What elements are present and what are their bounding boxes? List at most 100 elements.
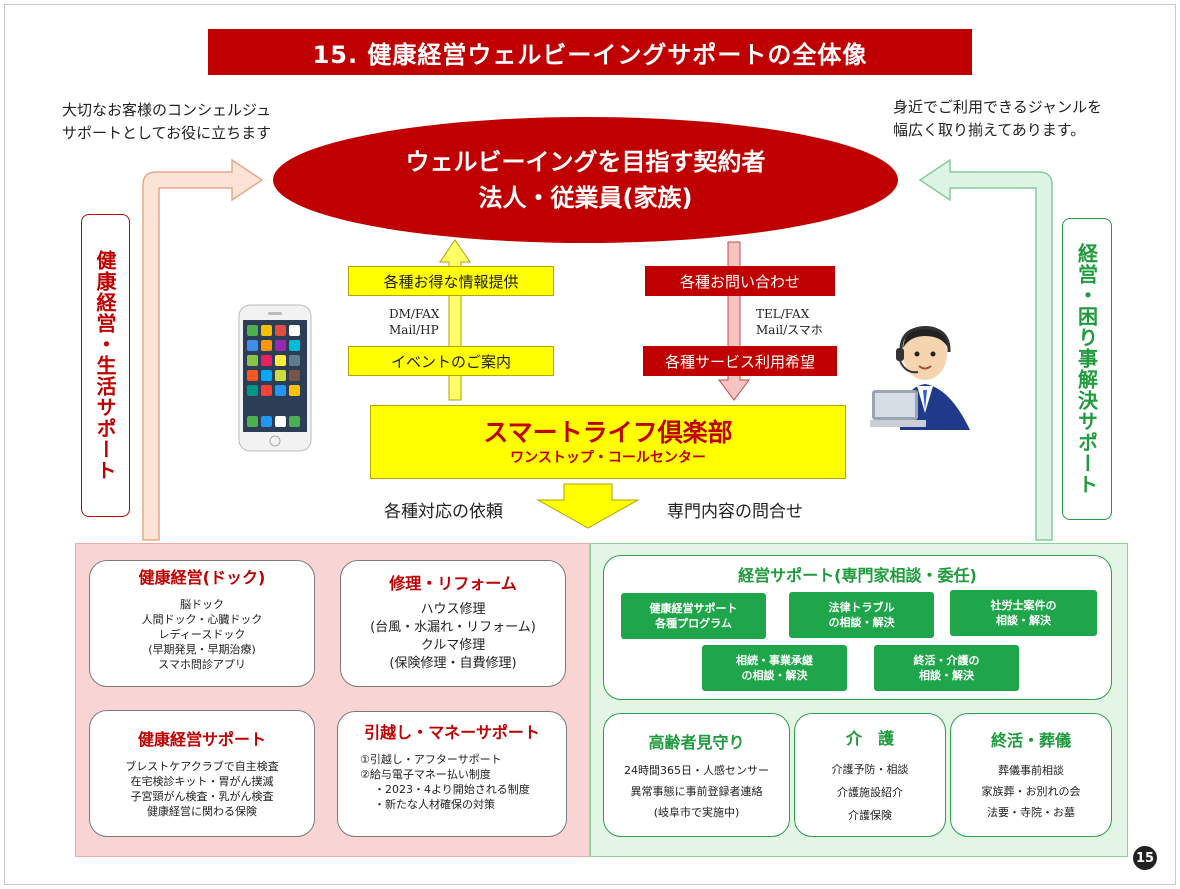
card-body: 脳ドック 人間ドック・心臓ドック レディースドック (早期発見・早期治療) スマ… — [90, 597, 314, 672]
card-title: 引越し・マネーサポート — [364, 723, 540, 742]
service-card: 修理・リフォーム ハウス修理 (台風・水漏れ・リフォーム) クルマ修理 (保険修… — [340, 560, 566, 687]
pill-line: 相談・解決 — [996, 614, 1051, 627]
card-title: 健康経営サポート — [137, 730, 266, 749]
pill-line: 相続・事業承継 — [736, 654, 813, 667]
card-line: (早期発見・早期治療) — [148, 643, 256, 656]
channel-label: Mail/スマホ — [756, 323, 823, 337]
card-line: (保険修理・自費修理) — [389, 656, 517, 671]
page-number-badge: 15 — [1133, 846, 1157, 870]
page-frame — [4, 4, 1176, 885]
channel-label: DM/FAX — [389, 307, 440, 321]
right-up-arrow — [918, 158, 1053, 541]
funeral-card: 終活・葬儀 葬儀事前相談 家族葬・お別れの会 法要・寺院・お墓 — [950, 713, 1112, 837]
card-line: 葬儀事前相談 — [998, 764, 1064, 777]
card-line: ①引越し・アフターサポート — [360, 753, 502, 766]
club-subtitle: ワンストップ・コールセンター — [510, 450, 706, 466]
pill-line: 法律トラブル — [828, 601, 895, 614]
right-channels: TEL/FAX Mail/スマホ — [756, 306, 823, 338]
card-body: 介護予防・相談 介護施設紹介 介護保険 — [795, 758, 945, 827]
support-pill: 相続・事業承継の相談・解決 — [702, 645, 847, 691]
elderly-watch-card: 高齢者見守り 24時間365日・人感センサー 異常事態に事前登録者連絡 (岐阜市… — [603, 713, 790, 837]
card-title: 高齢者見守り — [648, 733, 745, 752]
operator-icon — [870, 326, 970, 430]
card-body: 24時間365日・人感センサー 異常事態に事前登録者連絡 (岐阜市で実施中) — [604, 760, 789, 823]
pill-line: 社労士案件の — [990, 599, 1057, 612]
card-line: クルマ修理 — [420, 638, 486, 653]
note-right-line: 身近でご利用できるジャンルを — [893, 98, 1102, 116]
smart-life-club-box: スマートライフ倶楽部 ワンストップ・コールセンター — [370, 405, 846, 479]
note-left-line: 大切なお客様のコンシェルジュ — [62, 101, 271, 119]
request-down-arrow — [536, 483, 640, 529]
channel-label: Mail/HP — [389, 323, 439, 337]
support-pill: 終活・介護の相談・解決 — [874, 645, 1019, 691]
service-card: 引越し・マネーサポート ①引越し・アフターサポート ②給与電子マネー払い制度 ・… — [337, 711, 567, 837]
info-up-arrow — [439, 239, 471, 401]
support-pill: 健康経営サポート各種プログラム — [621, 593, 766, 639]
inquiry-down-arrow — [718, 241, 750, 401]
service-card: 健康経営サポート ブレストケアクラブで自主検査 在宅検診キット・胃がん撲滅 子宮… — [89, 710, 315, 837]
card-title: 経営サポート(専門家相談・委任) — [738, 566, 977, 585]
channel-label: TEL/FAX — [756, 307, 810, 321]
pill-line: 相談・解決 — [919, 669, 974, 682]
card-line: 在宅検診キット・胃がん撲滅 — [130, 775, 274, 788]
card-line: 介護施設紹介 — [837, 786, 903, 799]
club-title: スマートライフ倶楽部 — [483, 418, 733, 447]
card-line: (台風・水漏れ・リフォーム) — [370, 620, 536, 635]
card-line: 子宮頸がん検査・乳がん検査 — [130, 790, 274, 803]
card-line: スマホ問診アプリ — [158, 658, 246, 671]
card-line: 人間ドック・心臓ドック — [141, 613, 263, 626]
note-left-line: サポートとしてお役に立ちます — [62, 124, 272, 142]
note-right: 身近でご利用できるジャンルを 幅広く取り揃えてあります。 — [893, 96, 1102, 142]
card-body: ①引越し・アフターサポート ②給与電子マネー払い制度 ・2023・4より開始され… — [338, 752, 566, 812]
pill-line: の相談・解決 — [741, 669, 808, 682]
card-title: 修理・リフォーム — [389, 574, 517, 593]
card-line: 介護保険 — [848, 809, 892, 822]
left-vertical-label: 健康経営・生活サポート — [81, 214, 130, 517]
card-line: ・2023・4より開始される制度 — [374, 783, 530, 796]
left-channels: DM/FAX Mail/HP — [389, 306, 439, 338]
card-title: 介 護 — [845, 729, 894, 748]
pill-line: 健康経営サポート — [649, 602, 738, 615]
care-card: 介 護 介護予防・相談 介護施設紹介 介護保険 — [794, 713, 946, 837]
card-line: (岐阜市で実施中) — [653, 806, 740, 819]
card-line: ハウス修理 — [420, 602, 486, 617]
card-line: 24時間365日・人感センサー — [624, 764, 769, 777]
card-line: 異常事態に事前登録者連絡 — [630, 785, 763, 798]
event-info-box: イベントのご案内 — [348, 346, 554, 376]
card-line: 脳ドック — [180, 598, 224, 611]
card-line: 健康経営に関わる保険 — [147, 805, 257, 818]
card-body: 葬儀事前相談 家族葬・お別れの会 法要・寺院・お墓 — [951, 760, 1111, 823]
note-right-line: 幅広く取り揃えてあります。 — [893, 121, 1086, 139]
request-left-label: 各種対応の依頼 — [384, 502, 503, 522]
card-title: 健康経営(ドック) — [138, 568, 266, 587]
pill-line: 終活・介護の — [913, 654, 980, 667]
support-pill: 社労士案件の相談・解決 — [950, 590, 1097, 636]
support-pill: 法律トラブルの相談・解決 — [789, 592, 934, 638]
card-line: 家族葬・お別れの会 — [981, 785, 1081, 798]
request-right-label: 専門内容の問合せ — [667, 502, 803, 522]
card-title: 終活・葬儀 — [990, 731, 1071, 750]
left-up-arrow — [142, 158, 264, 541]
smartphone-icon — [238, 304, 312, 452]
card-line: 介護予防・相談 — [831, 763, 909, 776]
inquiry-box: 各種お問い合わせ — [645, 266, 835, 296]
card-line: レディースドック — [158, 628, 246, 641]
page-title: 15. 健康経営ウェルビーイングサポートの全体像 — [208, 29, 972, 75]
card-line: ブレストケアクラブで自主検査 — [125, 760, 279, 773]
card-body: ハウス修理 (台風・水漏れ・リフォーム) クルマ修理 (保険修理・自費修理) — [341, 601, 565, 673]
contract-holder-oval: ウェルビーイングを目指す契約者 法人・従業員(家族) — [273, 117, 898, 243]
note-left: 大切なお客様のコンシェルジュ サポートとしてお役に立ちます — [62, 99, 271, 145]
service-card: 健康経営(ドック) 脳ドック 人間ドック・心臓ドック レディースドック (早期発… — [89, 560, 315, 687]
card-line: ②給与電子マネー払い制度 — [360, 768, 491, 781]
card-body: ブレストケアクラブで自主検査 在宅検診キット・胃がん撲滅 子宮頸がん検査・乳がん… — [90, 759, 314, 819]
oval-line1: ウェルビーイングを目指す契約者 — [405, 148, 766, 176]
card-line: 法要・寺院・お墓 — [987, 806, 1075, 819]
service-request-box: 各種サービス利用希望 — [643, 346, 837, 376]
right-vertical-label: 経営・困り事解決サポート — [1062, 218, 1112, 520]
card-line: ・新たな人材確保の対策 — [374, 798, 495, 811]
info-provision-box: 各種お得な情報提供 — [348, 266, 554, 296]
pill-line: 各種プログラム — [655, 617, 732, 630]
pill-line: の相談・解決 — [828, 616, 895, 629]
oval-line2: 法人・従業員(家族) — [478, 184, 693, 212]
